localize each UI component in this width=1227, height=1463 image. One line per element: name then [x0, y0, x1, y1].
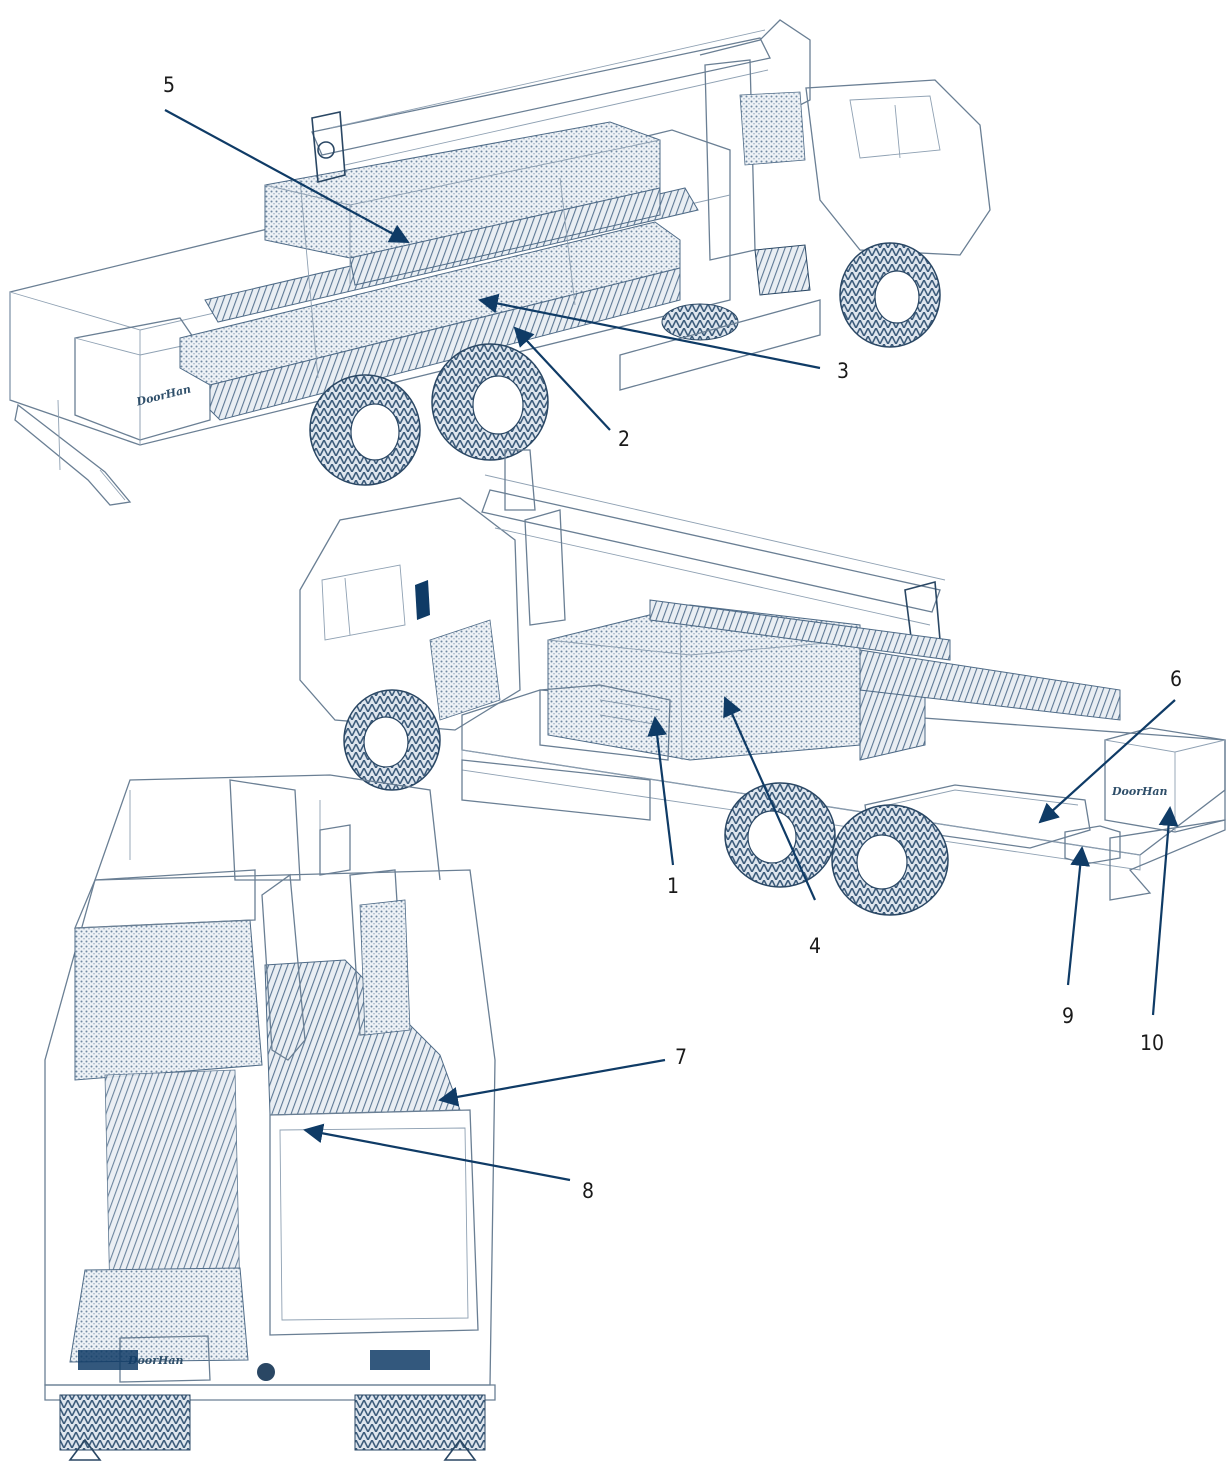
callout-6: 6 [1170, 667, 1182, 691]
truck-view-middle: DoorHan [299, 449, 1226, 916]
front-wheel-top [661, 242, 941, 348]
leader-2 [513, 326, 611, 431]
callout-5: 5 [163, 73, 175, 97]
truck-view-top: DoorHan [9, 19, 991, 506]
rear-storage-box-middle: DoorHan [1104, 727, 1226, 833]
front-wheel-middle [343, 689, 441, 791]
callout-leaders [164, 109, 1179, 1182]
callout-1: 1 [667, 874, 679, 898]
truck-cab-middle [299, 497, 521, 731]
crane-boom-middle [481, 449, 946, 646]
leader-10 [1151, 806, 1179, 1016]
doorhan-logo-rear-view: DoorHan [127, 1354, 184, 1367]
leader-4 [723, 696, 817, 901]
callout-8: 8 [582, 1179, 594, 1203]
rear-wheels-middle [724, 782, 949, 916]
leader-5 [164, 109, 410, 243]
truck-cab-top [704, 59, 991, 296]
callout-3: 3 [837, 359, 849, 383]
callout-numbers: 5 3 2 6 1 4 9 10 7 8 [163, 73, 1182, 1203]
crane-boom-top [311, 19, 811, 184]
leader-3 [478, 293, 821, 370]
doorhan-logo-middle-box: DoorHan [1111, 785, 1168, 798]
leader-6 [1038, 699, 1176, 824]
callout-7: 7 [675, 1045, 687, 1069]
rear-tyres-rear-view [59, 1394, 486, 1451]
rear-wheels-top [309, 343, 549, 486]
truck-view-rear: DoorHan [44, 774, 496, 1461]
callout-2: 2 [618, 427, 630, 451]
leader-8 [303, 1123, 571, 1182]
callout-4: 4 [809, 934, 821, 958]
callout-9: 9 [1062, 1004, 1074, 1028]
upper-panel-package [264, 121, 661, 379]
leader-1 [647, 716, 675, 866]
leader-9 [1066, 846, 1091, 986]
callout-10: 10 [1140, 1031, 1164, 1055]
leader-7 [438, 1058, 666, 1107]
doorhan-logo-rear-box: DoorHan [134, 382, 192, 408]
